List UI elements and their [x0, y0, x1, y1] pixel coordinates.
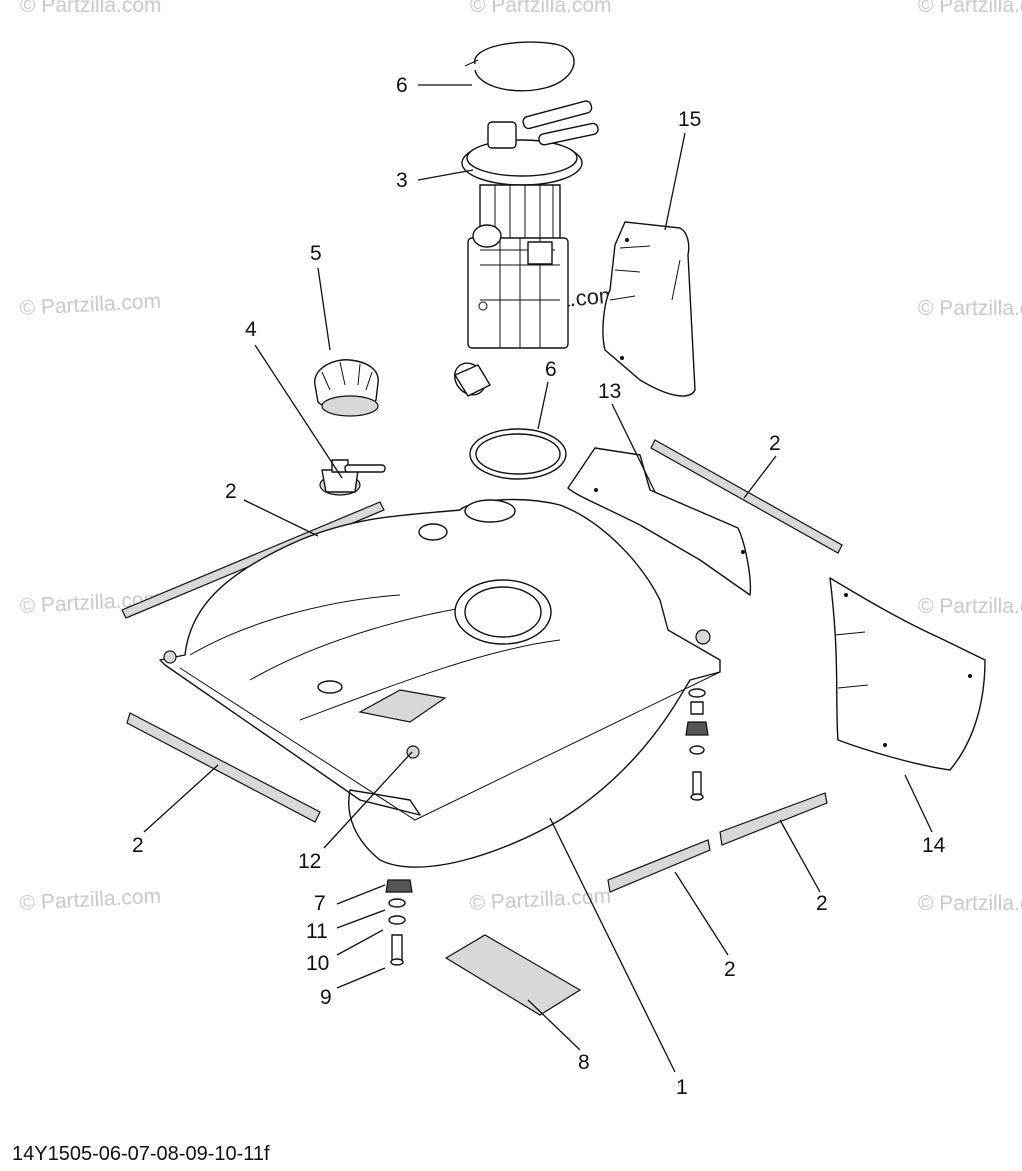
foam-pad-8 — [444, 934, 582, 1016]
callout-9: 9 — [320, 986, 332, 1009]
callout-4: 4 — [245, 318, 257, 341]
watermark: © Partzilla.com — [19, 885, 162, 915]
heat-shield-14 — [829, 577, 986, 771]
callout-10: 10 — [306, 952, 329, 975]
callout-2: 2 — [132, 834, 144, 857]
fuel-pump-module — [453, 100, 599, 397]
foam-strips — [121, 439, 843, 893]
callout-numbers: 6 3 15 5 4 6 13 2 2 2 12 14 2 2 1 8 7 11… — [132, 74, 946, 1099]
watermark: © Partzilla.com — [19, 290, 162, 320]
callout-5: 5 — [310, 242, 322, 265]
fuel-tank — [159, 498, 721, 868]
mount-hardware-right — [685, 688, 709, 801]
callout-8: 8 — [578, 1051, 590, 1074]
callout-14: 14 — [922, 834, 946, 857]
o-ring — [469, 428, 567, 480]
heat-shield-13 — [567, 447, 752, 596]
drawing-number: 14Y1505-06-07-08-09-10-11f — [12, 1143, 270, 1165]
watermark: © Partzilla.com — [918, 297, 1022, 320]
callout-6-mid: 6 — [545, 358, 557, 381]
vent-valve — [319, 459, 386, 496]
callout-3: 3 — [396, 169, 408, 192]
callout-2: 2 — [769, 432, 781, 455]
heat-shield-15 — [602, 221, 696, 397]
callout-7: 7 — [314, 892, 326, 915]
mount-hardware-bottom — [385, 879, 413, 966]
fuel-cap — [314, 359, 379, 417]
watermark: © Partzilla.com — [918, 0, 1022, 17]
callout-12: 12 — [298, 850, 321, 873]
watermark: © Partzilla.com — [918, 595, 1022, 618]
callout-15: 15 — [678, 108, 701, 131]
leader-lines — [143, 84, 933, 1073]
watermark: © Partzilla.com — [20, 0, 162, 17]
callout-13: 13 — [598, 380, 621, 403]
callout-2: 2 — [724, 958, 736, 981]
callout-11: 11 — [306, 920, 328, 943]
callout-1: 1 — [676, 1076, 688, 1099]
watermark: © Partzilla.com — [470, 0, 612, 17]
callout-2: 2 — [225, 480, 237, 503]
watermark: © Partzilla.com — [918, 892, 1022, 915]
callout-2: 2 — [816, 892, 828, 915]
retaining-ring-top — [464, 41, 575, 92]
callout-6-top: 6 — [396, 74, 408, 97]
